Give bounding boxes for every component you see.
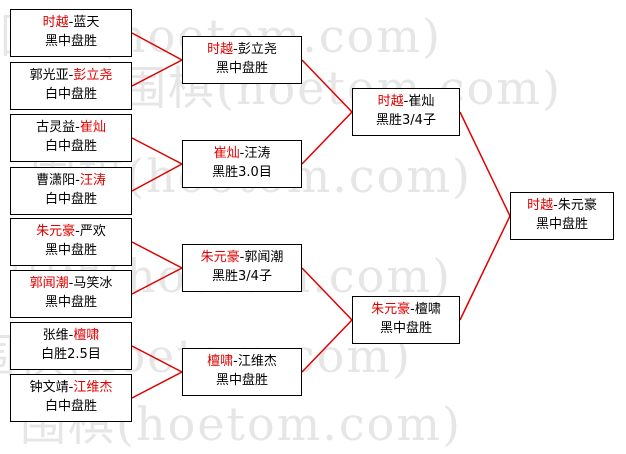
bracket-connector <box>459 215 511 321</box>
match-players: 朱元豪-檀啸 <box>371 302 441 317</box>
match-result: 黑中盘胜 <box>44 243 97 258</box>
match-box: 郭光亚-彭立尧 白中盘胜 <box>10 62 132 110</box>
match-players: 曹潇阳-汪涛 <box>36 173 106 188</box>
player-2: 汪涛 <box>79 173 106 188</box>
match-result: 黑胜3.0目 <box>212 165 272 180</box>
match-box: 曹潇阳-汪涛 白中盘胜 <box>10 167 132 215</box>
bracket-connector <box>131 241 183 269</box>
match-players: 郭闻潮-马笑冰 <box>29 276 113 291</box>
match-box: 郭闻潮-马笑冰 黑中盘胜 <box>10 270 132 318</box>
bracket-connector <box>131 59 183 87</box>
match-result: 黑胜3/4子 <box>212 269 272 284</box>
bracket-connector <box>131 345 183 373</box>
player-1: 朱元豪 <box>200 250 240 265</box>
player-1: 曹潇阳 <box>36 173 76 188</box>
match-players: 檀啸-江维杰 <box>207 354 277 369</box>
player-1: 朱元豪 <box>36 224 76 239</box>
player-1: 时越 <box>527 198 554 213</box>
match-result: 白胜2.5目 <box>41 347 101 362</box>
match-box: 钟文靖-江维杰 白中盘胜 <box>10 374 132 422</box>
player-1: 时越 <box>42 15 69 30</box>
match-result: 黑中盘胜 <box>44 295 97 310</box>
player-1: 朱元豪 <box>371 302 411 317</box>
bracket-lines <box>131 32 511 399</box>
player-2: 崔灿 <box>79 120 106 135</box>
final-match-box: 时越-朱元豪 黑中盘胜 <box>510 192 614 240</box>
player-1: 时越 <box>377 94 404 109</box>
match-result: 黑胜3/4子 <box>376 113 436 128</box>
match-players: 钟文靖-江维杰 <box>29 380 113 395</box>
bracket-connector <box>131 267 183 295</box>
match-box: 张维-檀啸 白胜2.5目 <box>10 322 132 370</box>
match-box: 檀啸-江维杰 黑中盘胜 <box>182 348 302 396</box>
match-players: 崔灿-汪涛 <box>213 146 271 161</box>
player-1: 时越 <box>207 42 234 57</box>
match-box: 时越-蓝天 黑中盘胜 <box>10 9 132 57</box>
match-players: 郭光亚-彭立尧 <box>29 68 113 83</box>
bracket-connector <box>459 111 511 217</box>
match-players: 时越-蓝天 <box>42 15 100 30</box>
match-box: 朱元豪-严欢 黑中盘胜 <box>10 218 132 266</box>
match-box: 古灵益-崔灿 白中盘胜 <box>10 114 132 162</box>
player-1: 郭闻潮 <box>29 276 69 291</box>
match-players: 古灵益-崔灿 <box>36 120 106 135</box>
bracket-connector <box>131 32 183 61</box>
match-box: 时越-崔灿 黑胜3/4子 <box>352 88 460 136</box>
player-2: 崔灿 <box>408 94 435 109</box>
match-box: 时越-彭立尧 黑中盘胜 <box>182 36 302 84</box>
match-players: 张维-檀啸 <box>42 328 100 343</box>
match-players: 朱元豪-严欢 <box>36 224 106 239</box>
match-result: 黑中盘胜 <box>379 321 432 336</box>
bracket-connector <box>301 111 353 165</box>
player-2: 蓝天 <box>73 15 100 30</box>
player-2: 彭立尧 <box>237 42 277 57</box>
match-box: 朱元豪-檀啸 黑中盘胜 <box>352 296 460 344</box>
bracket-connector <box>301 319 353 373</box>
player-2: 郭闻潮 <box>244 250 284 265</box>
player-1: 檀啸 <box>207 354 234 369</box>
player-1: 古灵益 <box>36 120 76 135</box>
player-2: 檀啸 <box>414 302 441 317</box>
match-result: 黑中盘胜 <box>535 217 588 232</box>
match-players: 朱元豪-郭闻潮 <box>200 250 284 265</box>
player-1: 张维 <box>42 328 69 343</box>
match-result: 黑中盘胜 <box>44 34 97 49</box>
bracket-connector <box>131 137 183 165</box>
match-result: 黑中盘胜 <box>215 61 268 76</box>
player-1: 钟文靖 <box>29 380 69 395</box>
player-1: 崔灿 <box>213 146 240 161</box>
player-2: 朱元豪 <box>557 198 597 213</box>
match-players: 时越-彭立尧 <box>207 42 277 57</box>
player-2: 江维杰 <box>73 380 113 395</box>
player-2: 檀啸 <box>73 328 100 343</box>
match-result: 白中盘胜 <box>44 87 97 102</box>
bracket-connector <box>131 163 183 192</box>
bracket-connector <box>301 59 353 113</box>
match-box: 崔灿-汪涛 黑胜3.0目 <box>182 140 302 188</box>
bracket-connector <box>301 267 353 321</box>
player-2: 江维杰 <box>237 354 277 369</box>
player-2: 严欢 <box>79 224 106 239</box>
player-2: 马笑冰 <box>73 276 113 291</box>
match-box: 朱元豪-郭闻潮 黑胜3/4子 <box>182 244 302 292</box>
match-result: 黑中盘胜 <box>215 373 268 388</box>
bracket-connector <box>131 371 183 399</box>
match-result: 白中盘胜 <box>44 192 97 207</box>
match-result: 白中盘胜 <box>44 139 97 154</box>
match-players: 时越-崔灿 <box>377 94 435 109</box>
match-result: 白中盘胜 <box>44 399 97 414</box>
match-players: 时越-朱元豪 <box>527 198 597 213</box>
player-2: 彭立尧 <box>73 68 113 83</box>
player-2: 汪涛 <box>244 146 271 161</box>
player-1: 郭光亚 <box>29 68 69 83</box>
